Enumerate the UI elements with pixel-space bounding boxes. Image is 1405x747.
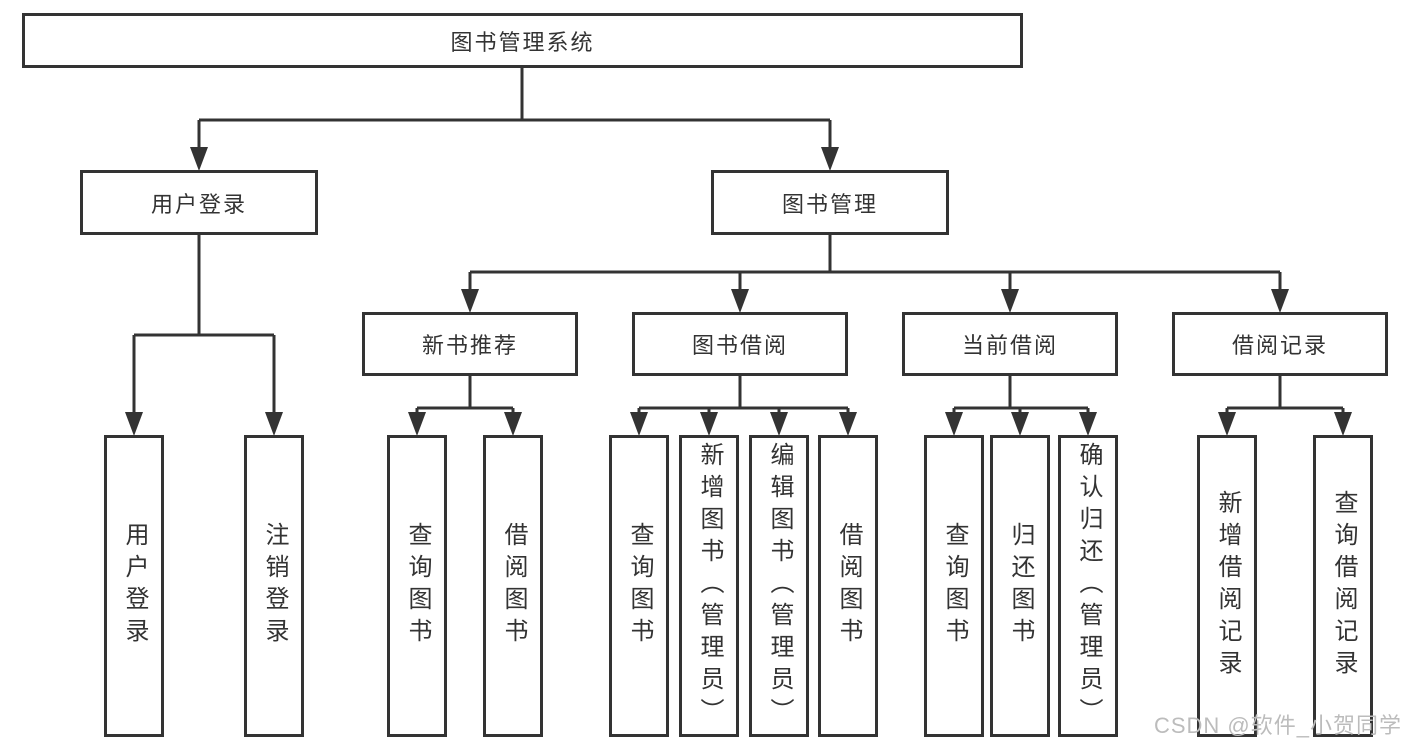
arrowhead [731,289,749,313]
node-label: 图书管理 [781,191,878,217]
node-library-management-system: 图书管理系统 [22,13,1023,68]
arrowhead [1334,412,1352,436]
node-label: 用户登录 [150,191,247,217]
connector-current-borrowing-to-leaves [945,376,1097,436]
node-label: 查询图书 [626,522,653,650]
connector-new-book-recommendation-to-leaves [408,376,522,436]
node-label: 编辑图书（管理员） [766,442,793,730]
node-label: 查询图书 [404,522,431,650]
arrowhead [1011,412,1029,436]
leaf-borrow-books-borrowing: 借阅图书 [818,435,878,737]
node-label: 借阅图书 [835,522,862,650]
connector-book-borrowing-to-leaves [630,376,857,436]
arrowhead [821,147,839,171]
node-label: 借阅图书 [500,522,527,650]
arrowhead [1079,412,1097,436]
leaf-query-books-recommend: 查询图书 [387,435,447,737]
arrowhead [630,412,648,436]
node-label: 新增借阅记录 [1214,490,1241,682]
node-book-borrowing: 图书借阅 [632,312,848,376]
arrowhead [1218,412,1236,436]
arrowhead [770,412,788,436]
node-user-login: 用户登录 [80,170,318,235]
arrowhead [190,147,208,171]
arrowhead [1271,289,1289,313]
leaf-logout-login: 注销登录 [244,435,304,737]
leaf-query-borrow-record: 查询借阅记录 [1313,435,1373,737]
node-label: 查询图书 [941,522,968,650]
leaf-borrow-books-recommend: 借阅图书 [483,435,543,737]
node-label: 查询借阅记录 [1330,490,1357,682]
node-current-borrowing: 当前借阅 [902,312,1118,376]
node-book-management: 图书管理 [711,170,949,235]
node-borrowing-records: 借阅记录 [1172,312,1388,376]
arrowhead [700,412,718,436]
leaf-add-borrow-record: 新增借阅记录 [1197,435,1257,737]
leaf-query-books-current: 查询图书 [924,435,984,737]
leaf-confirm-return-admin: 确认归还（管理员） [1058,435,1118,737]
arrowhead [504,412,522,436]
leaf-query-books-borrowing: 查询图书 [609,435,669,737]
node-label: 用户登录 [121,522,148,650]
csdn-watermark: CSDN @软件_小贺同学 [1153,713,1402,738]
node-label: 注销登录 [261,522,288,650]
arrowhead [265,412,283,436]
connector-root-to-level2 [190,68,839,171]
node-label: 新书推荐 [421,333,518,358]
node-label: 图书借阅 [691,333,788,358]
arrowhead [945,412,963,436]
node-label: 确认归还（管理员） [1075,442,1102,730]
node-label: 新增图书（管理员） [696,442,723,730]
node-new-book-recommendation: 新书推荐 [362,312,578,376]
node-label: 图书管理系统 [450,29,595,55]
leaf-user-login: 用户登录 [104,435,164,737]
arrowhead [408,412,426,436]
connector-book-management-to-level3 [461,235,1289,313]
node-label: 当前借阅 [961,333,1058,358]
arrowhead [461,289,479,313]
connector-borrowing-records-to-leaves [1218,376,1352,436]
leaf-add-books-admin: 新增图书（管理员） [679,435,739,737]
connector-user-login-to-leaves [125,235,283,436]
arrowhead [125,412,143,436]
node-label: 借阅记录 [1231,333,1328,358]
arrowhead [1001,289,1019,313]
arrowhead [839,412,857,436]
leaf-return-books: 归还图书 [990,435,1050,737]
leaf-edit-books-admin: 编辑图书（管理员） [749,435,809,737]
node-label: 归还图书 [1007,522,1034,650]
